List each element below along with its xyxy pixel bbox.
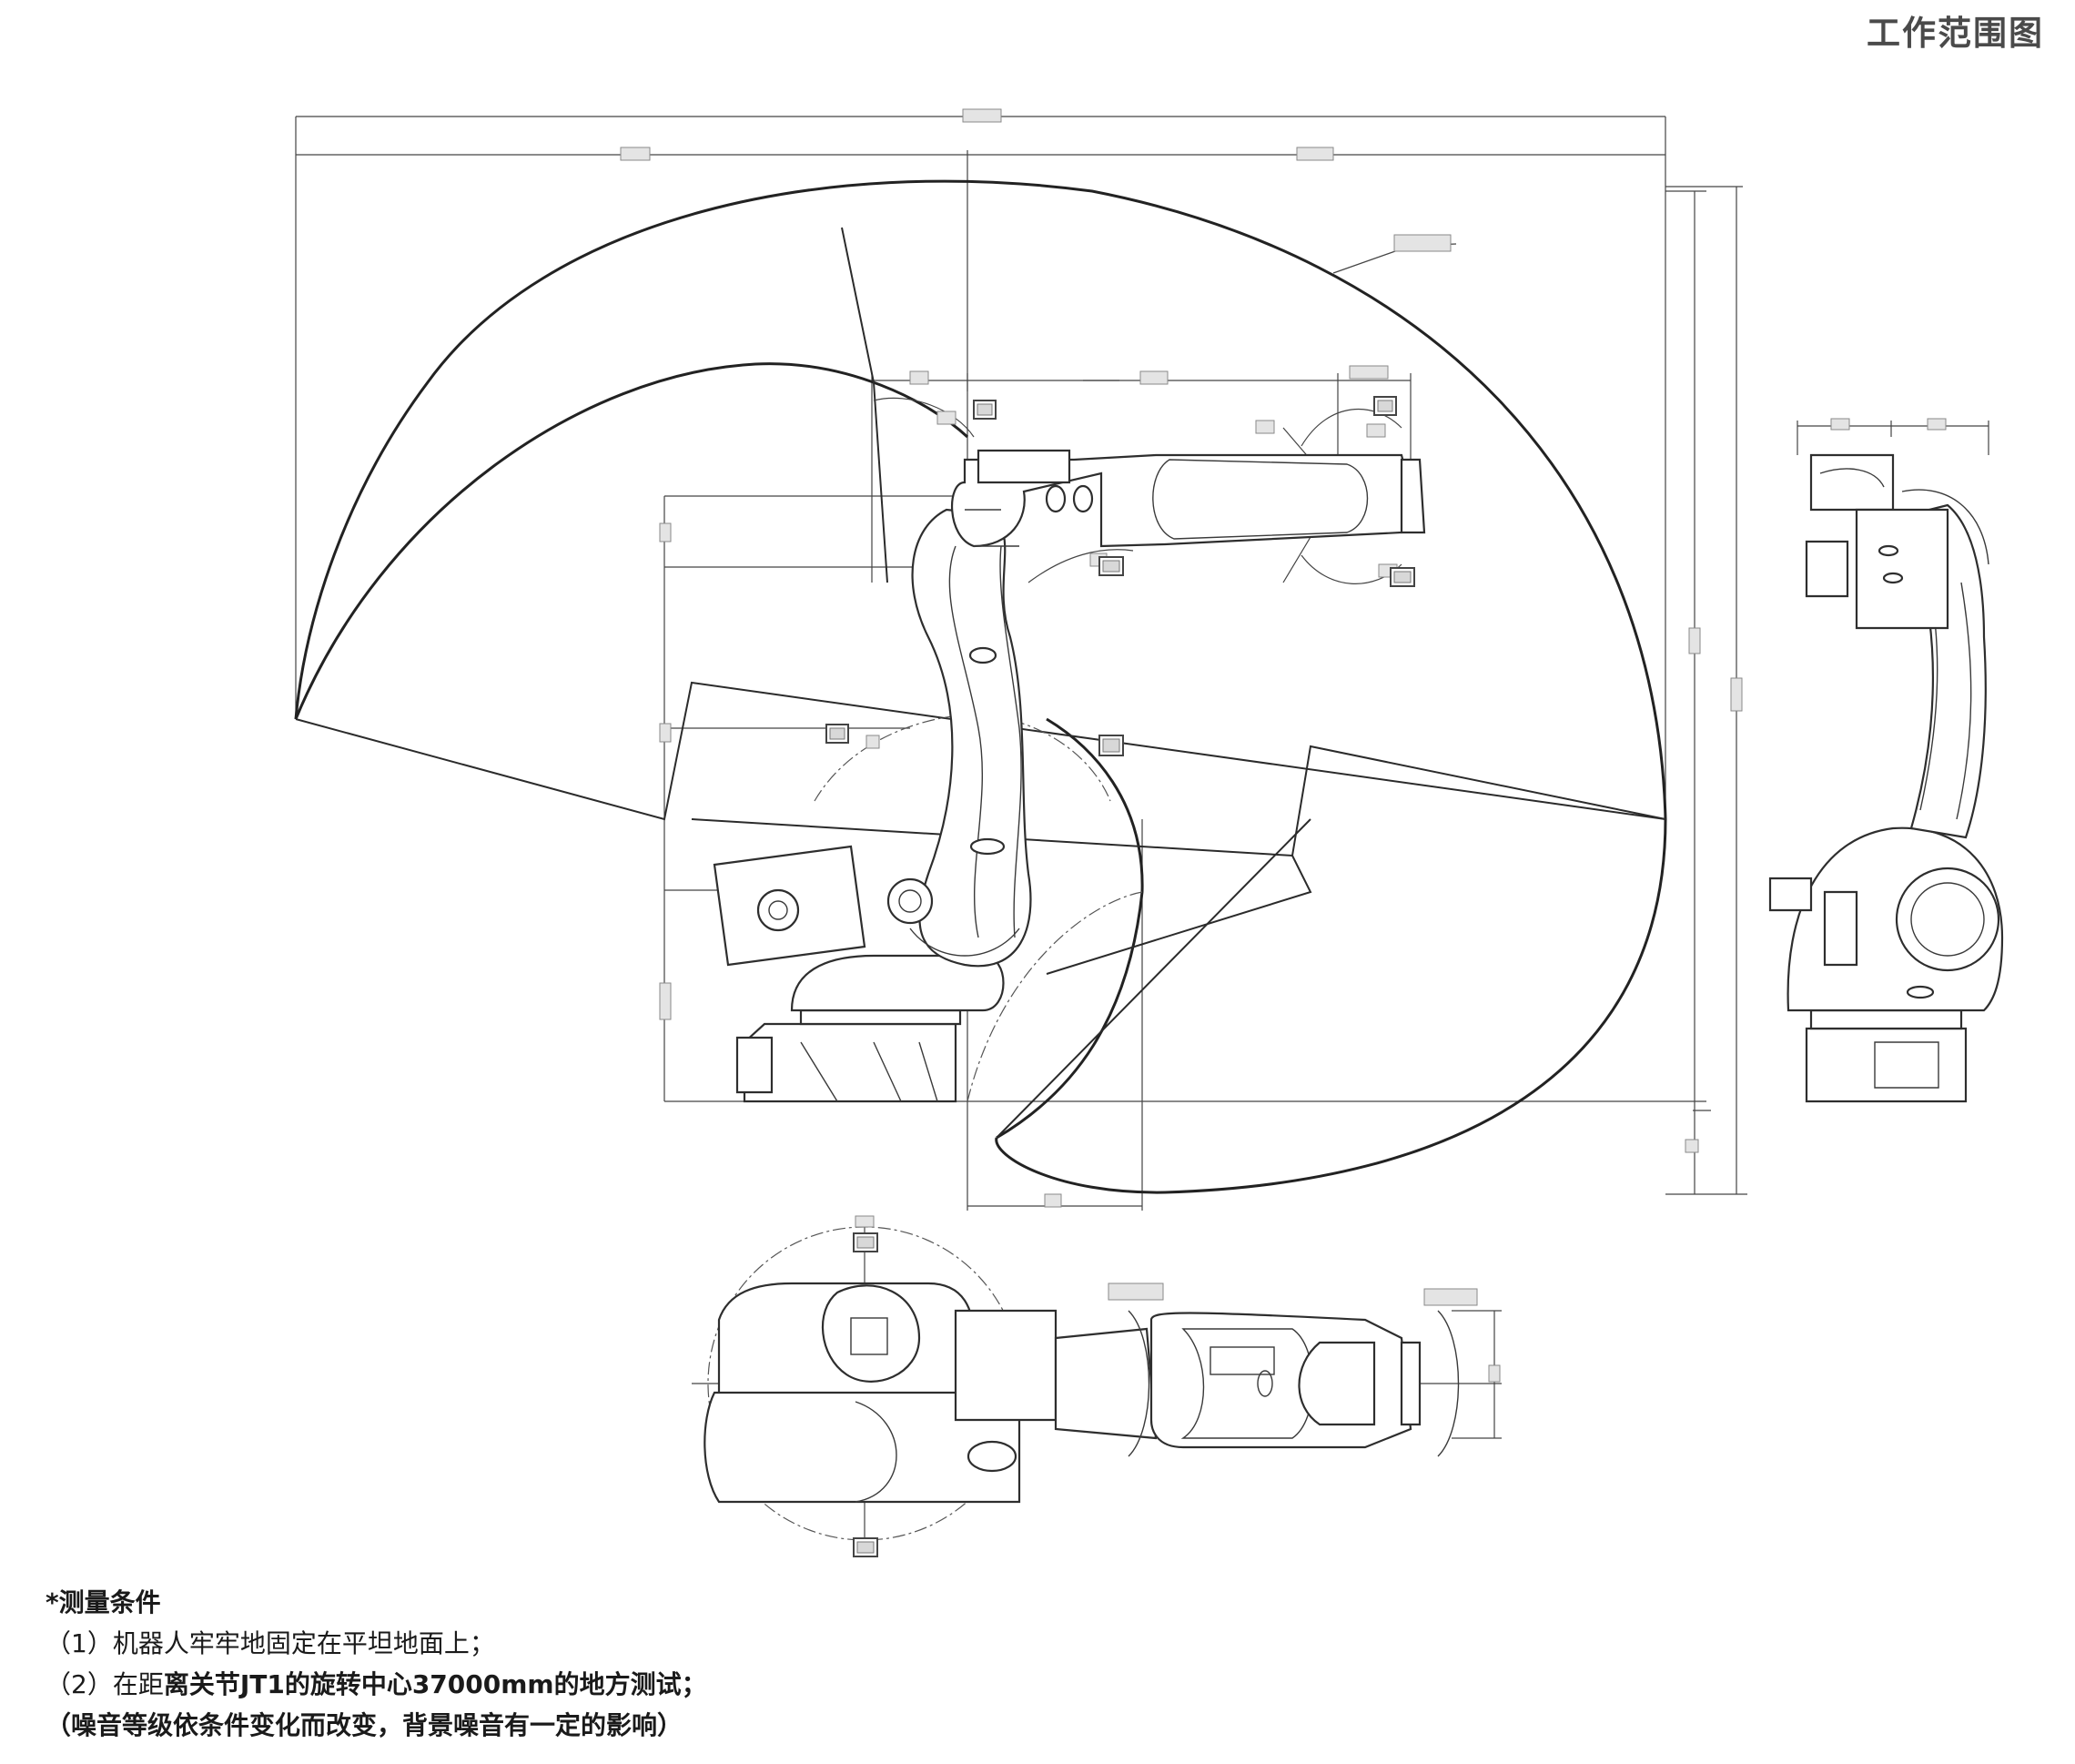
notes-line-3: （噪音等级依条件变化而改变，背景噪音有一定的影响） — [46, 1710, 683, 1740]
notes-line-2: （2）在距离关节JT1的旋转中心37000mm的地方测试； — [46, 1664, 707, 1705]
measurement-conditions: *测量条件 （1）机器人牢牢地固定在平坦地面上； （2）在距离关节JT1的旋转中… — [46, 1582, 707, 1746]
notes-heading: *测量条件 — [46, 1587, 161, 1617]
page-title: 工作范围图 — [1867, 14, 2044, 53]
notes-line-1: （1）机器人牢牢地固定在平坦地面上； — [46, 1628, 495, 1658]
side-view-dimension-lines — [295, 116, 1747, 1211]
rear-view — [1768, 418, 2004, 1103]
dimension-tags — [620, 108, 1743, 1208]
top-view — [692, 1215, 1502, 1557]
notes-line-2-bold: 离关节JT1的旋转中心37000mm的地方测试； — [163, 1669, 707, 1699]
robot-side — [713, 449, 1426, 1103]
work-envelope — [294, 179, 1667, 1194]
notes-line-2-prefix: （2）在距 — [46, 1669, 164, 1699]
side-view — [294, 108, 1747, 1211]
